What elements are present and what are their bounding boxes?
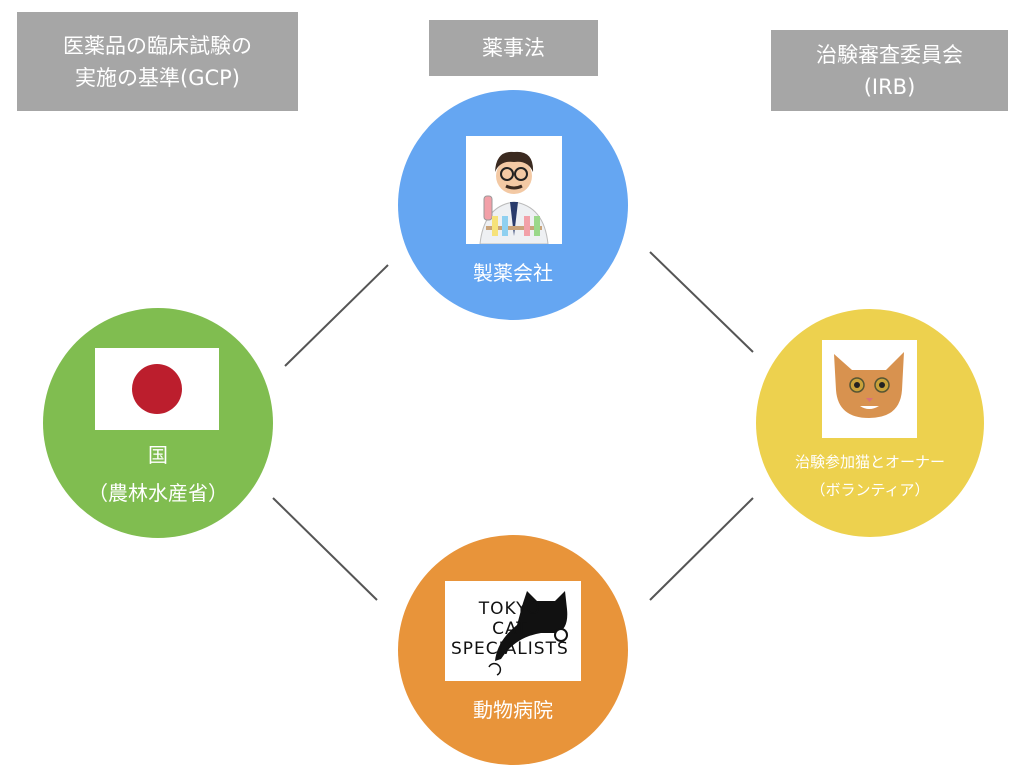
tokyo-cat-specialists-logo: TOKYO CAT SPECIALISTS — [445, 581, 581, 681]
irb-line1: 治験審査委員会 — [816, 42, 963, 67]
connector-gov-pharma — [284, 264, 389, 367]
japan-flag-image — [95, 348, 219, 430]
volunteer-line2: （ボランティア） — [810, 481, 930, 499]
irb-box: 治験審査委員会 (IRB) — [771, 30, 1008, 111]
hospital-label: 動物病院 — [473, 698, 553, 722]
pharmaceutical-affairs-law-box: 薬事法 — [429, 20, 598, 76]
gcp-line1: 医薬品の臨床試験の — [63, 33, 252, 58]
gcp-line2: 実施の基準(GCP) — [75, 65, 240, 90]
government-line2: （農林水産省） — [88, 481, 228, 505]
black-cat-logo-icon — [488, 591, 568, 676]
pharma-company-node: 製薬会社 — [398, 90, 628, 320]
volunteer-node: 治験参加猫とオーナー （ボランティア） — [756, 309, 984, 537]
logo-line-cat: CAT — [492, 619, 528, 639]
logo-text: TOKYO CAT SPECIALISTS — [451, 599, 569, 659]
government-line1: 国 — [148, 443, 168, 467]
scientist-image — [466, 136, 562, 244]
scientist-icon — [479, 151, 549, 244]
gcp-box: 医薬品の臨床試験の 実施の基準(GCP) — [17, 12, 298, 111]
government-node: 国 （農林水産省） — [43, 308, 273, 538]
animal-hospital-node: TOKYO CAT SPECIALISTS 動物病院 — [398, 535, 628, 765]
logo-line-specialists: SPECIALISTS — [451, 639, 569, 659]
japan-flag-icon — [132, 364, 182, 414]
logo-line-tokyo: TOKYO — [478, 599, 541, 619]
connector-gov-hospital — [272, 497, 378, 601]
irb-line2: (IRB) — [863, 74, 916, 99]
cat-face-image — [822, 340, 917, 438]
volunteer-line1: 治験参加猫とオーナー — [794, 453, 945, 471]
pal-label: 薬事法 — [482, 36, 545, 60]
connector-pharma-volunteer — [649, 251, 754, 353]
cat-face-icon — [834, 352, 904, 418]
connector-hospital-volunteer — [649, 497, 754, 601]
pharma-label: 製薬会社 — [473, 261, 553, 285]
